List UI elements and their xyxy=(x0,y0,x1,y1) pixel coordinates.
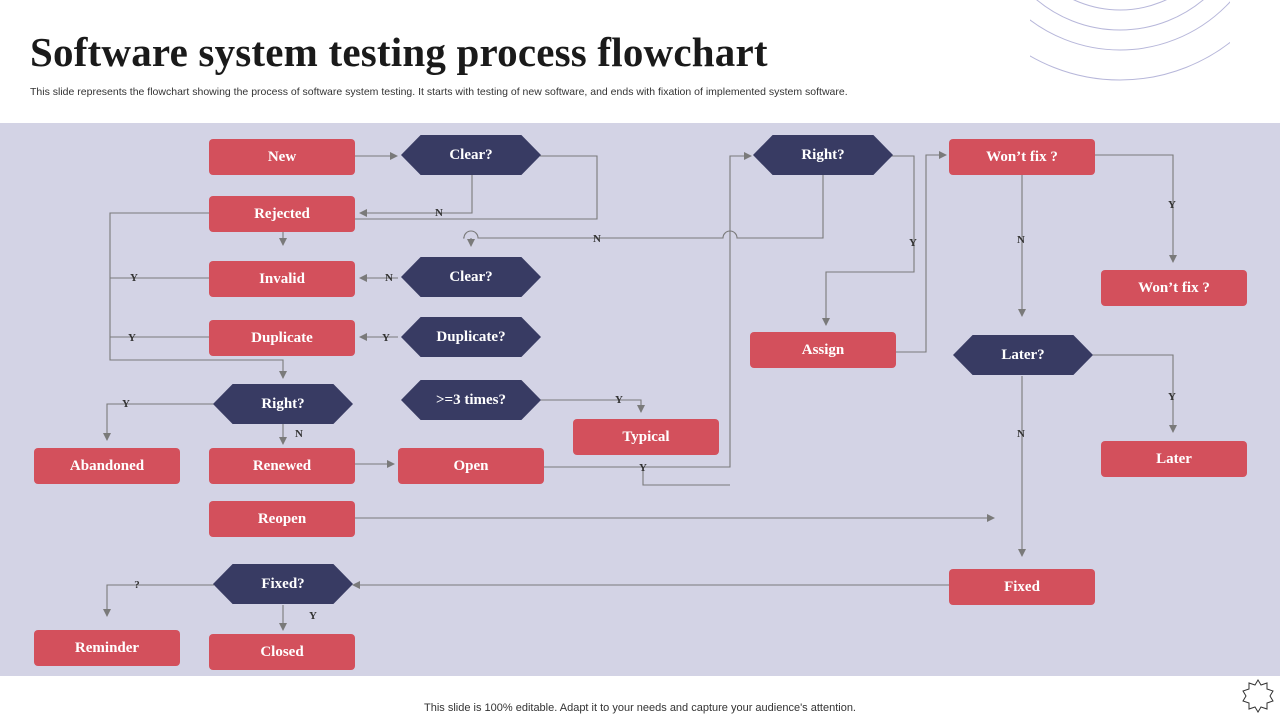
edge-left-loop xyxy=(109,212,287,379)
edge-label-invalid-yes: Y xyxy=(130,272,138,284)
node-open: Open xyxy=(398,448,544,484)
edge-label-dupq-yes: Y xyxy=(382,332,390,344)
edge-main-horizontal xyxy=(463,175,824,239)
node-new: New xyxy=(209,139,355,175)
decision-later: Later? xyxy=(953,335,1093,375)
edge-clear1-rejected xyxy=(359,174,473,217)
decision-right-2: Right? xyxy=(753,135,893,175)
edge-times-typical xyxy=(540,399,645,413)
edge-assign-wontfix xyxy=(896,151,947,353)
edge-label-clear1-no: N xyxy=(435,207,443,219)
edge-label-times-yes: Y xyxy=(615,394,623,406)
node-reminder: Reminder xyxy=(34,630,180,666)
node-reopen: Reopen xyxy=(209,501,355,537)
decision-times: >=3 times? xyxy=(401,380,541,420)
node-fixed: Fixed xyxy=(949,569,1095,605)
edge-label-main-no: N xyxy=(593,233,601,245)
edge-open-loop xyxy=(642,467,730,486)
edge-label-later-no: N xyxy=(1017,428,1025,440)
node-rejected: Rejected xyxy=(209,196,355,232)
edge-open-right2 xyxy=(543,152,752,468)
slide-title: Software system testing process flowchar… xyxy=(30,29,768,75)
edge-wontfix-yes xyxy=(1095,154,1177,263)
edge-label-fixed-yes: Y xyxy=(309,610,317,622)
node-assign: Assign xyxy=(750,332,896,368)
edge-label-right1-no: N xyxy=(295,428,303,440)
node-closed: Closed xyxy=(209,634,355,670)
node-invalid: Invalid xyxy=(209,261,355,297)
decorative-rings xyxy=(1030,0,1230,81)
node-duplicate: Duplicate xyxy=(209,320,355,356)
edge-label-fixed-unknown: ? xyxy=(134,579,140,591)
edge-label-right2-yes: Y xyxy=(909,237,917,249)
edge-right1-abandoned xyxy=(103,403,214,441)
node-typical: Typical xyxy=(573,419,719,455)
gear-icon xyxy=(1242,679,1274,713)
node-later: Later xyxy=(1101,441,1247,477)
decision-clear-2: Clear? xyxy=(401,257,541,297)
node-wont-fix-decision: Won’t fix ? xyxy=(949,139,1095,175)
decision-duplicate: Duplicate? xyxy=(401,317,541,357)
edge-label-wontfix-no: N xyxy=(1017,234,1025,246)
decision-right-1: Right? xyxy=(213,384,353,424)
edge-label-right1-yes: Y xyxy=(122,398,130,410)
edge-label-open-yes: Y xyxy=(639,462,647,474)
node-renewed: Renewed xyxy=(209,448,355,484)
edge-label-duplicate-yes: Y xyxy=(128,332,136,344)
node-abandoned: Abandoned xyxy=(34,448,180,484)
edge-label-wontfix-yes: Y xyxy=(1168,199,1176,211)
footer-note: This slide is 100% editable. Adapt it to… xyxy=(424,702,856,714)
slide-subtitle: This slide represents the flowchart show… xyxy=(30,86,848,98)
edge-label-later-yes: Y xyxy=(1168,391,1176,403)
edge-label-clear2-no: N xyxy=(385,272,393,284)
decision-clear-1: Clear? xyxy=(401,135,541,175)
node-wont-fix: Won’t fix ? xyxy=(1101,270,1247,306)
edge-right2-assign xyxy=(822,155,915,326)
edge-fixedq-reminder xyxy=(103,584,214,617)
decision-fixed: Fixed? xyxy=(213,564,353,604)
edge-later-yes xyxy=(1090,354,1177,433)
